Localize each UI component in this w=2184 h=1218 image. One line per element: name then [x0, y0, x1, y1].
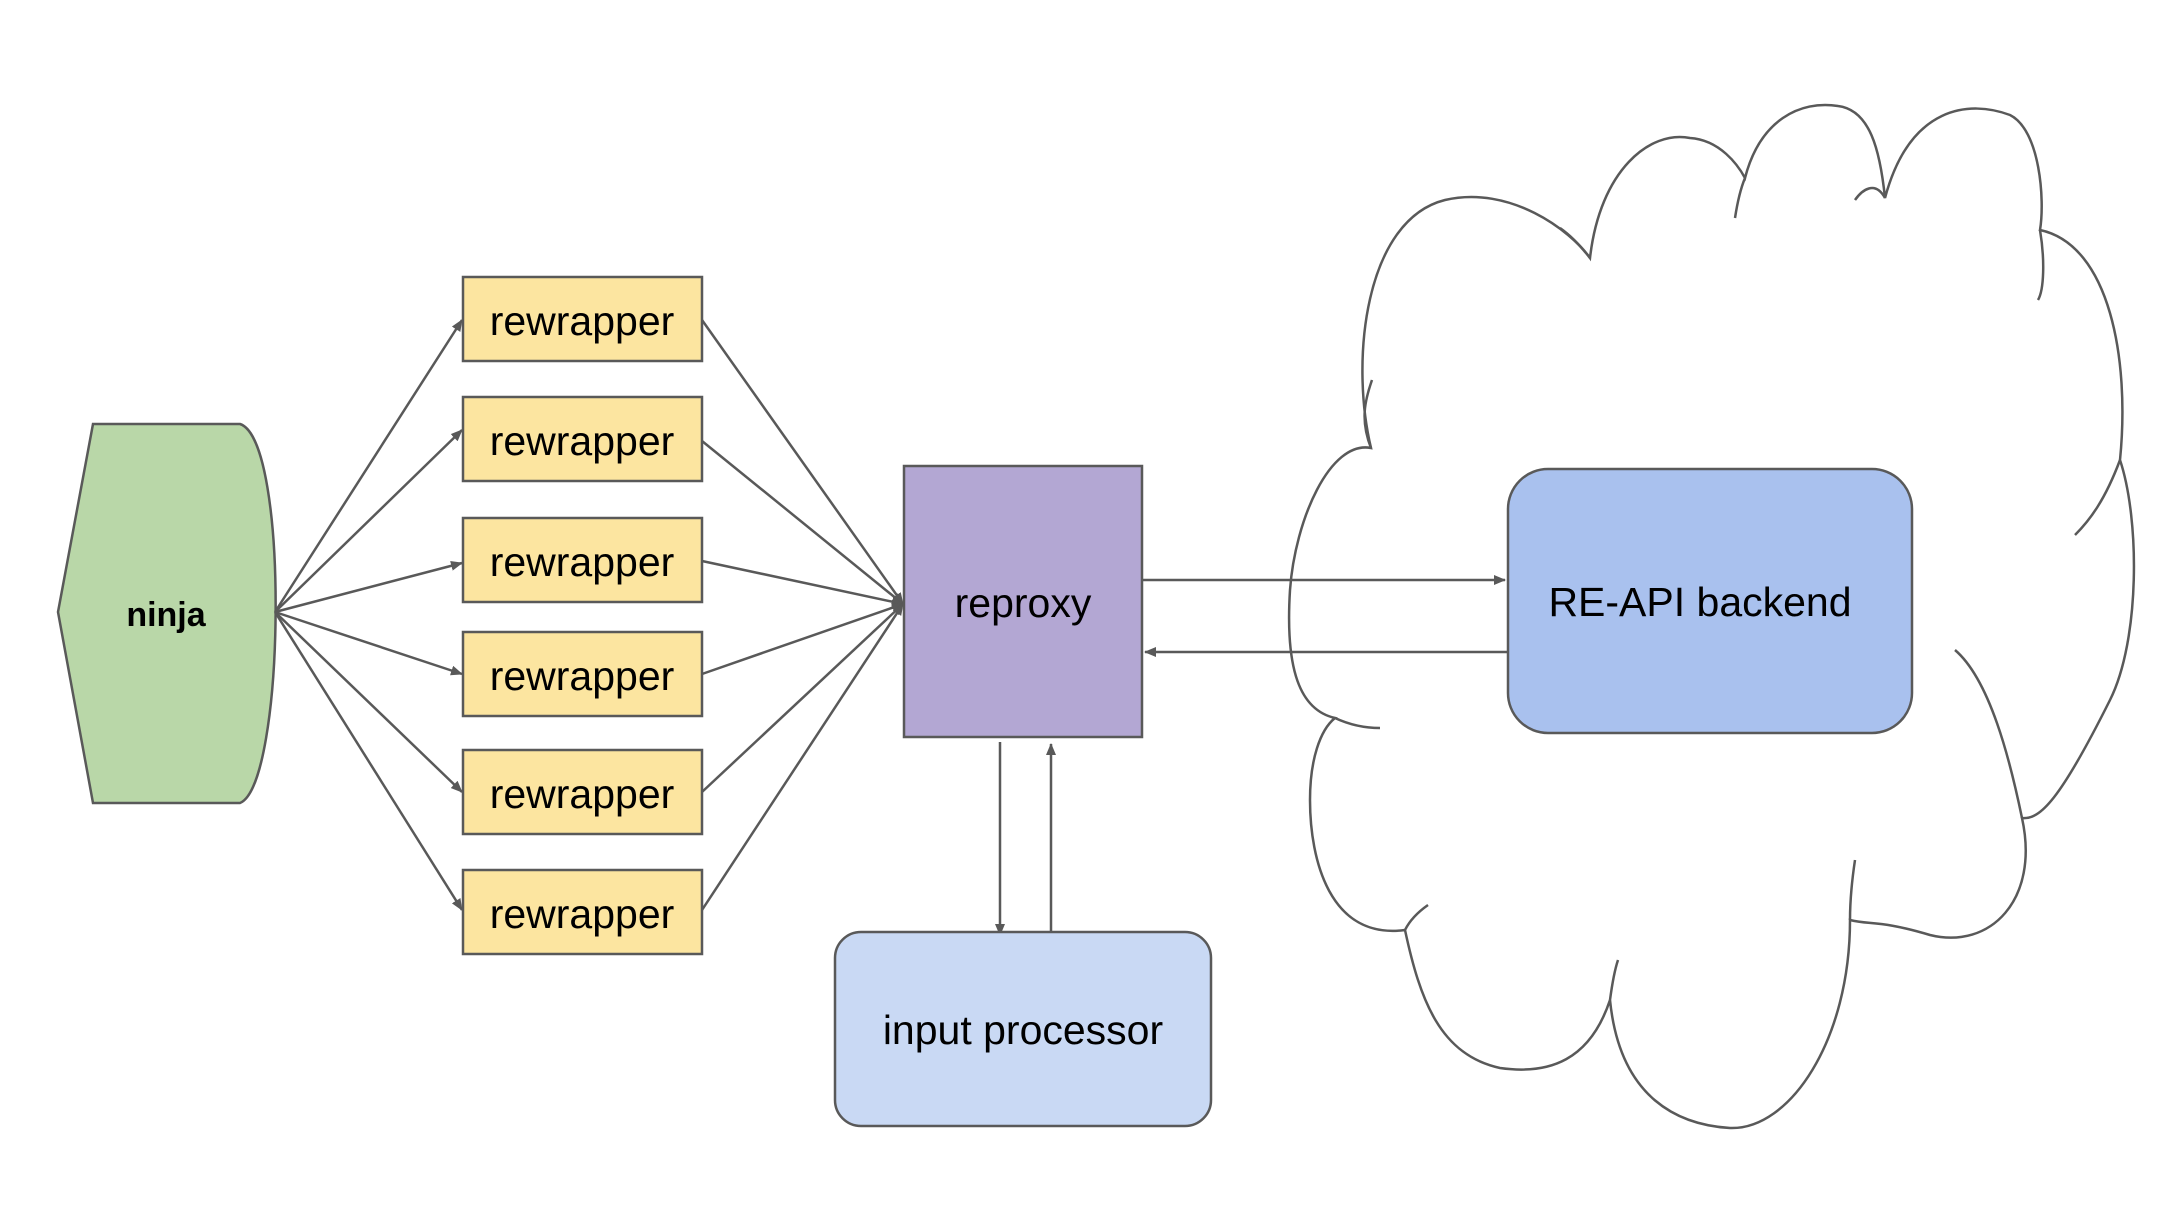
edge-ninja-rewrapper-1 [273, 319, 464, 613]
backend-node [1506, 467, 1914, 735]
rewrapper-label-3: rewrapper [490, 539, 675, 585]
reproxy-node [902, 464, 1144, 739]
edge-ninja-rewrapper-5 [274, 611, 463, 793]
input-processor-label: input processor [883, 1007, 1163, 1053]
rewrapper-box-3 [461, 516, 704, 604]
rewrapper-box-4 [461, 630, 704, 718]
reproxy-backend-edges [1143, 575, 1508, 657]
rewrapper-box-1 [461, 275, 704, 363]
ninja-node [56, 422, 277, 805]
edge-ninja-rewrapper-6 [273, 611, 464, 911]
input-processor-node [833, 930, 1213, 1128]
reproxy-label: reproxy [955, 580, 1092, 626]
rewrapper-label-2: rewrapper [490, 418, 675, 464]
edge-rewrapper-reproxy-5 [701, 603, 904, 793]
rewrapper-box-6 [461, 868, 704, 956]
reproxy-input-edges [995, 742, 1056, 937]
rewrapper-label-1: rewrapper [490, 298, 675, 344]
edge-rewrapper-reproxy-6 [700, 603, 905, 911]
edge-rewrapper-reproxy-3 [701, 559, 904, 607]
edge-rewrapper-reproxy-1 [700, 319, 905, 605]
cloud-arcs [1334, 177, 2122, 1001]
edge-ninja-rewrapper-2 [274, 429, 463, 613]
edge-rewrapper-reproxy-4 [701, 602, 904, 676]
edge-ninja-rewrapper-4 [274, 610, 463, 676]
rewrapper-label-6: rewrapper [490, 891, 675, 937]
rewrapper-group: rewrapper rewrapper rewrapper rewrapper … [461, 275, 704, 956]
rewrapper-label-4: rewrapper [490, 653, 675, 699]
ninja-to-rewrapper-edges [273, 319, 464, 911]
edge-rewrapper-reproxy-2 [701, 440, 904, 605]
backend-label: RE-API backend [1548, 579, 1851, 625]
edge-ninja-rewrapper-3 [274, 560, 463, 614]
ninja-label: ninja [126, 596, 206, 634]
rewrapper-box-5 [461, 748, 704, 836]
rewrapper-box-2 [461, 395, 704, 483]
rewrapper-to-reproxy-edges [700, 319, 905, 911]
rewrapper-label-5: rewrapper [490, 771, 675, 817]
